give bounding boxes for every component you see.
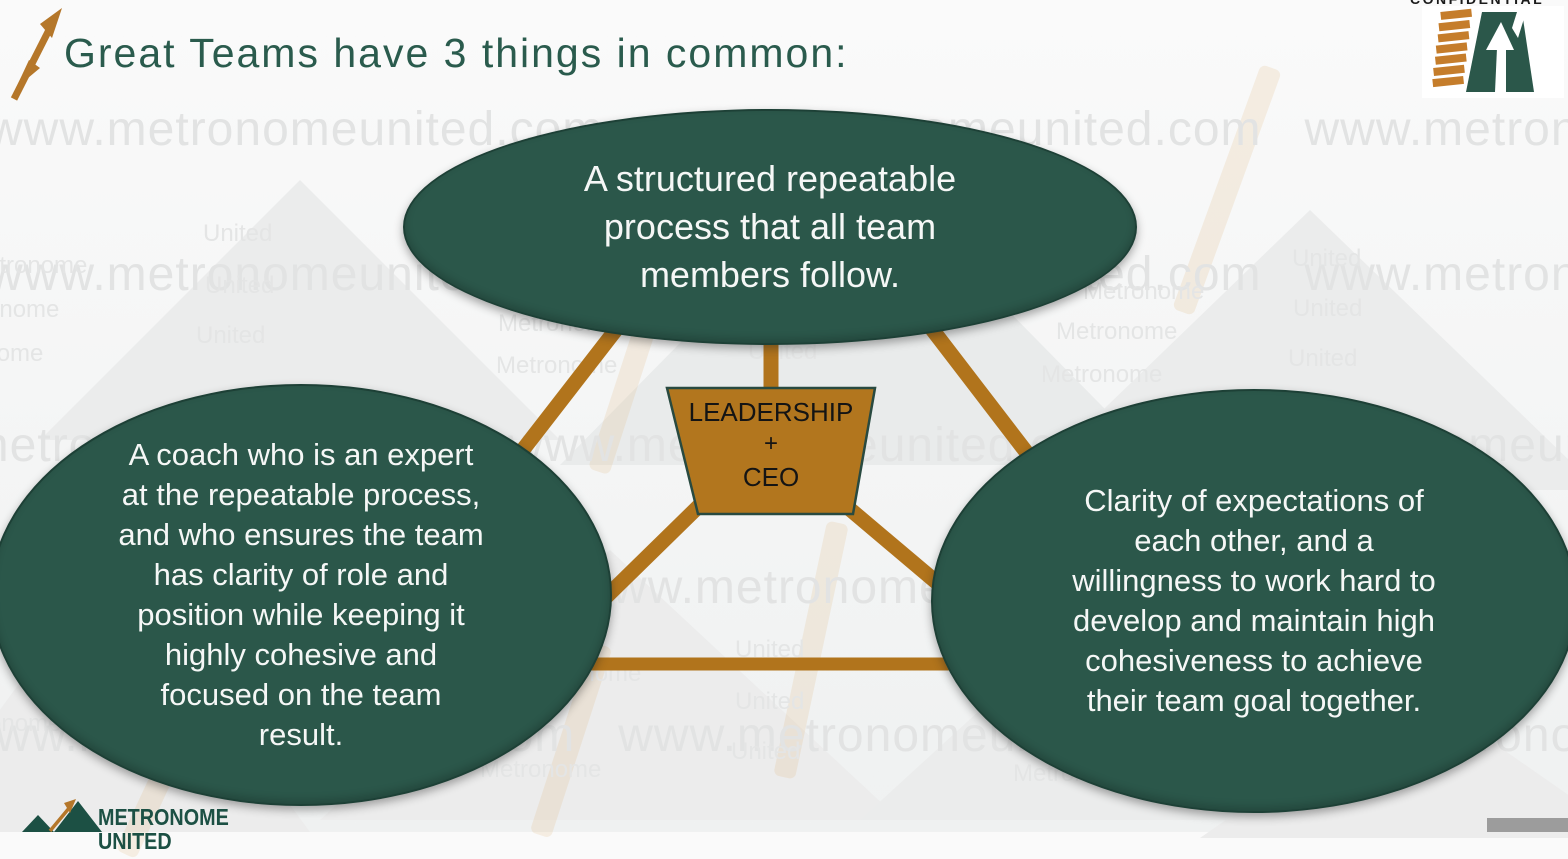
- ellipse-left-text: A coach who is an expert at the repeatab…: [118, 437, 484, 752]
- watermark-word: Metronome: [0, 252, 88, 279]
- mountains-logo-icon: [22, 799, 102, 832]
- watermark-word: Metronome: [480, 756, 602, 783]
- brand-wordmark: METRONOME UNITED: [98, 804, 229, 854]
- leadership-line: LEADERSHIP: [688, 397, 854, 427]
- watermark-word: United: [735, 688, 805, 715]
- metronome-united-logo-icon: [1422, 6, 1564, 98]
- watermark-word: United: [1293, 295, 1363, 322]
- ellipse-structured-process: A structured repeatable process that all…: [403, 109, 1137, 345]
- watermark-word: Metronome: [1056, 318, 1178, 345]
- line-center-to-left: [599, 499, 706, 604]
- brand-name-metronome: METRONOME: [98, 804, 229, 830]
- line-top-to-right: [919, 315, 1046, 475]
- ceo-line: CEO: [742, 462, 800, 492]
- watermark-word: United: [203, 220, 273, 247]
- leadership-ceo-label: LEADERSHIP + CEO: [667, 399, 875, 490]
- ellipse-right-text: Clarity of expectations of each other, a…: [1072, 483, 1436, 718]
- leadership-trapezoid: [665, 386, 877, 516]
- watermark-word: United: [196, 322, 266, 349]
- brand-name-united: UNITED: [98, 827, 172, 854]
- ellipse-clarity: Clarity of expectations of each other, a…: [931, 389, 1568, 813]
- watermark-word: Metronome: [0, 296, 60, 323]
- plus-sign: +: [763, 430, 778, 457]
- page-title: Great Teams have 3 things in common:: [64, 30, 849, 76]
- confidential-label: CONFIDENTIAL: [1410, 0, 1544, 7]
- metronome-needle-icon: [10, 8, 62, 101]
- watermark-word: Metronome: [0, 340, 44, 367]
- watermark-word: United: [1292, 245, 1362, 272]
- watermark-word: United: [1288, 345, 1358, 372]
- watermark-word: Metronome: [1041, 361, 1163, 388]
- corner-gray-box: [1487, 818, 1568, 832]
- watermark-word: United: [205, 272, 275, 299]
- ellipse-top-text: A structured repeatable process that all…: [583, 158, 957, 295]
- ellipse-coach: A coach who is an expert at the repeatab…: [0, 384, 612, 806]
- line-top-to-left: [509, 313, 631, 465]
- watermark-word: United: [731, 738, 801, 765]
- line-center-to-right: [840, 499, 953, 598]
- connector-lines: [509, 300, 1046, 671]
- watermark-word: Metronome: [1083, 278, 1205, 305]
